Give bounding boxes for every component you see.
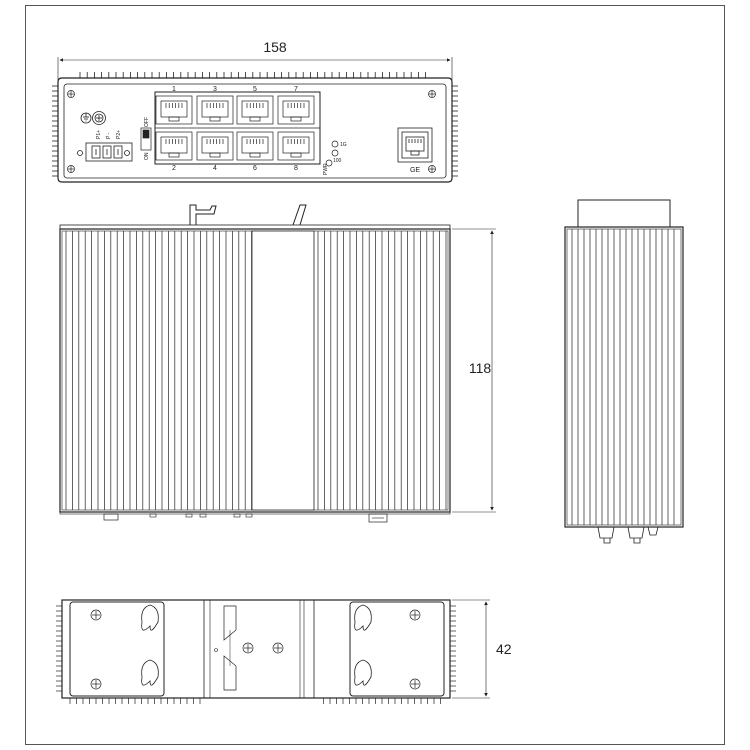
port-number-8: 8 bbox=[294, 165, 298, 172]
width-dimension-label: 158 bbox=[263, 39, 287, 55]
dip-switch bbox=[140, 127, 152, 151]
port-number-3: 3 bbox=[213, 86, 217, 93]
led-label-100: 100 bbox=[333, 158, 342, 164]
rj45-port bbox=[277, 95, 315, 125]
ge-port bbox=[397, 127, 433, 163]
drawing-frame bbox=[25, 5, 725, 745]
port-number-4: 4 bbox=[213, 165, 217, 172]
rj45-port bbox=[155, 95, 193, 125]
port-number-7: 7 bbox=[294, 86, 298, 93]
bottom-fins bbox=[56, 605, 456, 704]
depth-dimension-label: 42 bbox=[496, 641, 512, 657]
front-labels: 1 3 5 7 2 4 6 8 P1+ P - P2+ ON OFF PWR 1… bbox=[96, 86, 420, 175]
power-label-pminus: P - bbox=[106, 132, 112, 139]
power-label-p1: P1+ bbox=[96, 130, 102, 139]
rj45-port bbox=[196, 95, 234, 125]
side-fins-left bbox=[52, 85, 58, 177]
dip-label-off: OFF bbox=[144, 117, 150, 127]
port-number-2: 2 bbox=[172, 165, 176, 172]
terminal-screw-icon bbox=[92, 111, 106, 125]
side-fins-right bbox=[452, 85, 458, 177]
port-number-5: 5 bbox=[253, 86, 257, 93]
rj45-port bbox=[236, 131, 274, 161]
rj45-port bbox=[277, 131, 315, 161]
corner-screw-icon bbox=[67, 90, 436, 173]
power-label-p2: P2+ bbox=[116, 130, 122, 139]
rj45-ports bbox=[155, 95, 315, 161]
power-terminal-block bbox=[77, 142, 133, 162]
rj45-port bbox=[155, 131, 193, 161]
bottom-view bbox=[56, 599, 490, 704]
end-heat-fins bbox=[571, 229, 675, 525]
status-leds bbox=[325, 140, 339, 167]
front-view bbox=[52, 57, 458, 183]
rj45-port bbox=[196, 131, 234, 161]
rj45-port bbox=[236, 95, 274, 125]
ground-icon bbox=[80, 112, 92, 124]
port-number-6: 6 bbox=[253, 165, 257, 172]
dip-label-on: ON bbox=[144, 152, 150, 160]
mounting-screw-icon bbox=[90, 609, 421, 690]
side-view bbox=[59, 204, 496, 523]
top-fins bbox=[79, 72, 427, 78]
port-number-1: 1 bbox=[172, 86, 176, 93]
side-heat-fins bbox=[65, 231, 447, 510]
height-dimension-label: 118 bbox=[469, 360, 492, 376]
led-label-1g: 1G bbox=[340, 142, 347, 148]
led-label-pwr: PWR bbox=[323, 163, 329, 175]
ge-label: GE bbox=[410, 167, 420, 174]
end-view bbox=[564, 199, 684, 544]
